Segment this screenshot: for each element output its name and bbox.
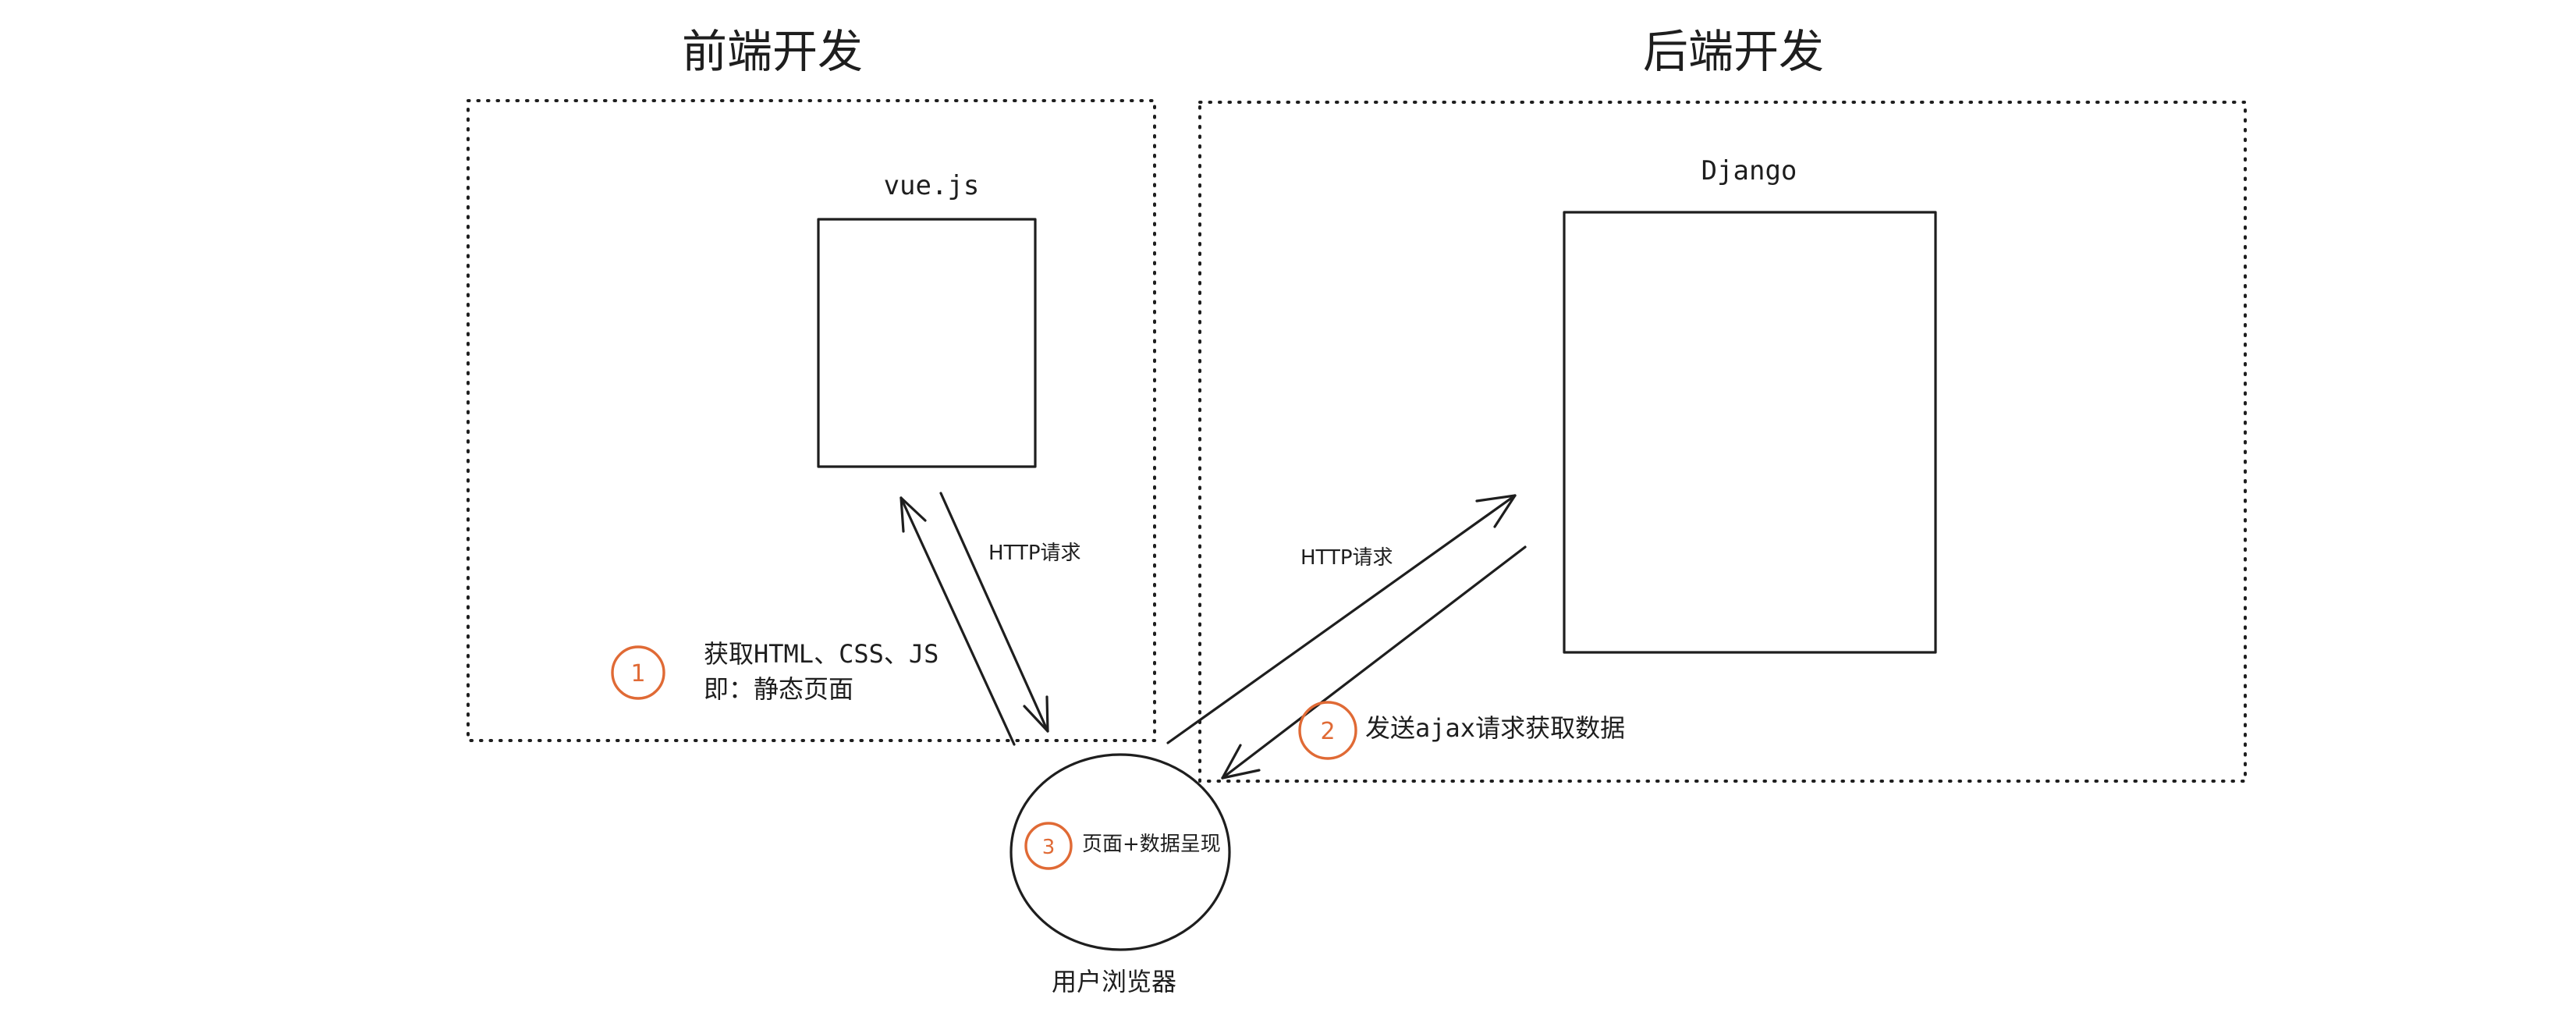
arrow-label-backend-http: HTTP请求 [1300, 546, 1393, 570]
arrow-browser-to-django [1166, 494, 1517, 744]
arrow-vue-to-browser [939, 492, 1049, 733]
step-2-number: 2 [1320, 718, 1335, 745]
step-1-number: 1 [630, 660, 645, 687]
arrow-label-frontend-http: HTTP请求 [988, 542, 1081, 565]
step-3-text: 页面+数据呈现 [1082, 833, 1221, 856]
frontend-container [467, 99, 1156, 742]
vue-box [817, 218, 1037, 468]
step-1-line-2: 即：静态页面 [704, 674, 853, 704]
browser-circle [1009, 753, 1231, 951]
arrow-browser-to-vue [899, 496, 1016, 746]
django-label: Django [1701, 155, 1797, 187]
backend-title: 后端开发 [1643, 25, 1824, 78]
backend-container [1198, 101, 2247, 783]
step-2-badge: 2 [1298, 701, 1357, 760]
browser-label: 用户浏览器 [1052, 967, 1176, 996]
step-1-badge: 1 [611, 645, 665, 700]
django-box [1563, 211, 1937, 654]
frontend-title: 前端开发 [682, 25, 863, 78]
arrow-django-to-browser [1221, 545, 1527, 780]
step-2-line-1: 发送ajax请求获取数据 [1365, 713, 1625, 743]
step-3-number: 3 [1042, 836, 1056, 859]
step-1-line-1: 获取HTML、CSS、JS [704, 639, 939, 669]
step-3-badge: 3 [1024, 822, 1073, 870]
vue-label: vue.js [884, 170, 980, 201]
